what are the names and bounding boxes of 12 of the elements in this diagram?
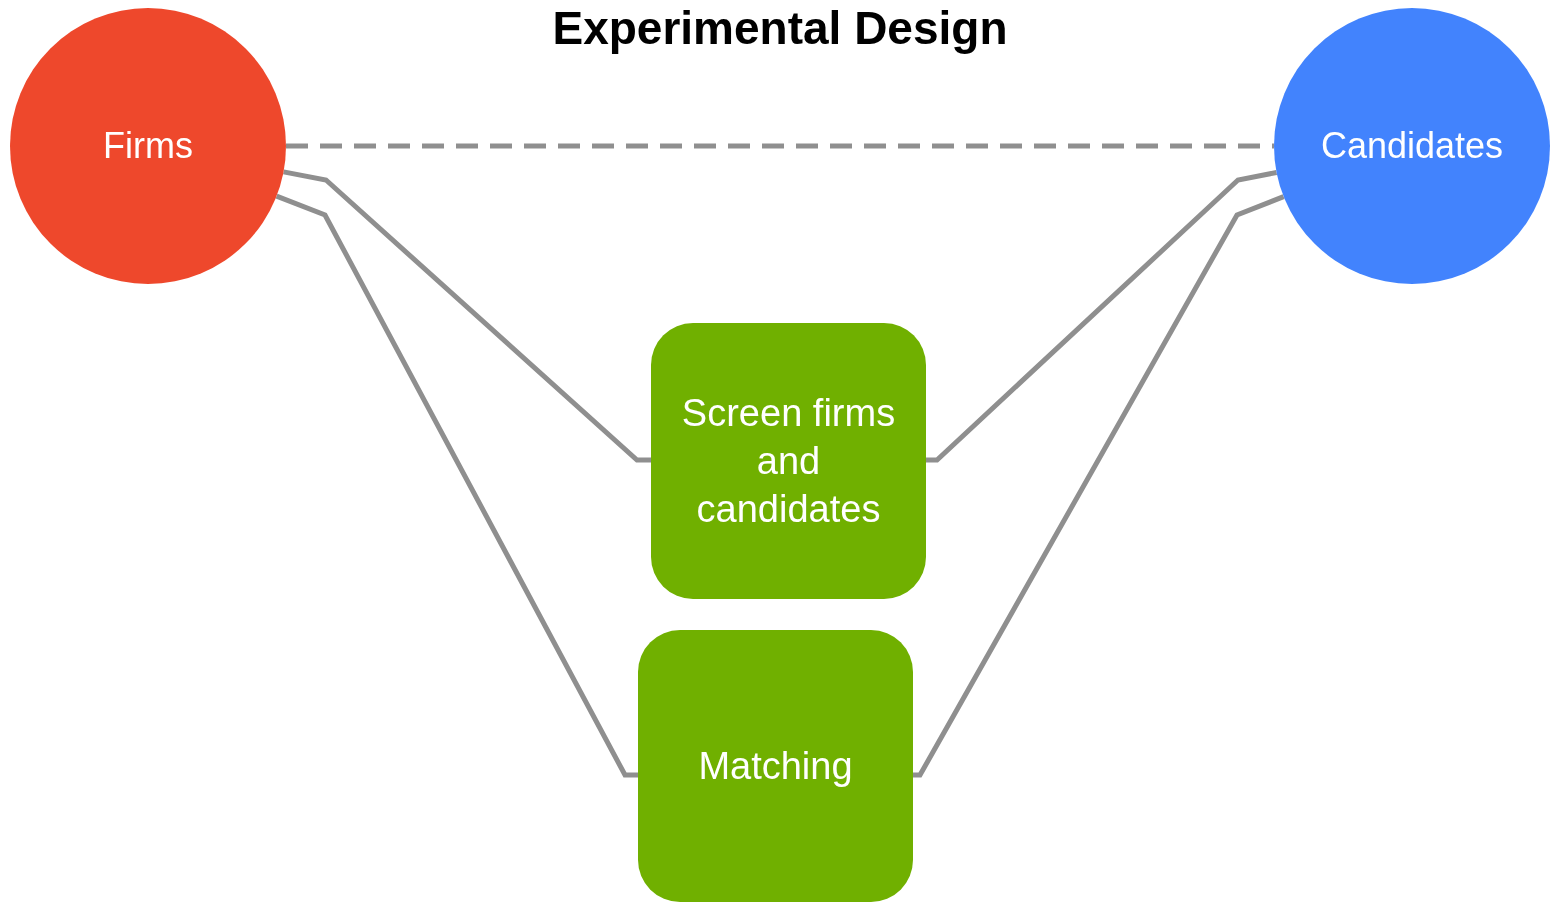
node-label: Matching: [698, 744, 853, 789]
connector-line: [926, 170, 1278, 463]
node-label: Firms: [103, 124, 193, 168]
process-box: [638, 630, 913, 902]
dashed-connector: [286, 143, 1274, 149]
diagram-title: Experimental Design: [551, 1, 1009, 56]
node-label: Screen firms and candidates: [680, 391, 897, 532]
connector-line: [283, 169, 651, 463]
connector-line: [912, 194, 1285, 778]
process-box: [651, 323, 926, 599]
node-label: Candidates: [1320, 124, 1504, 168]
connector-line: [275, 193, 638, 778]
